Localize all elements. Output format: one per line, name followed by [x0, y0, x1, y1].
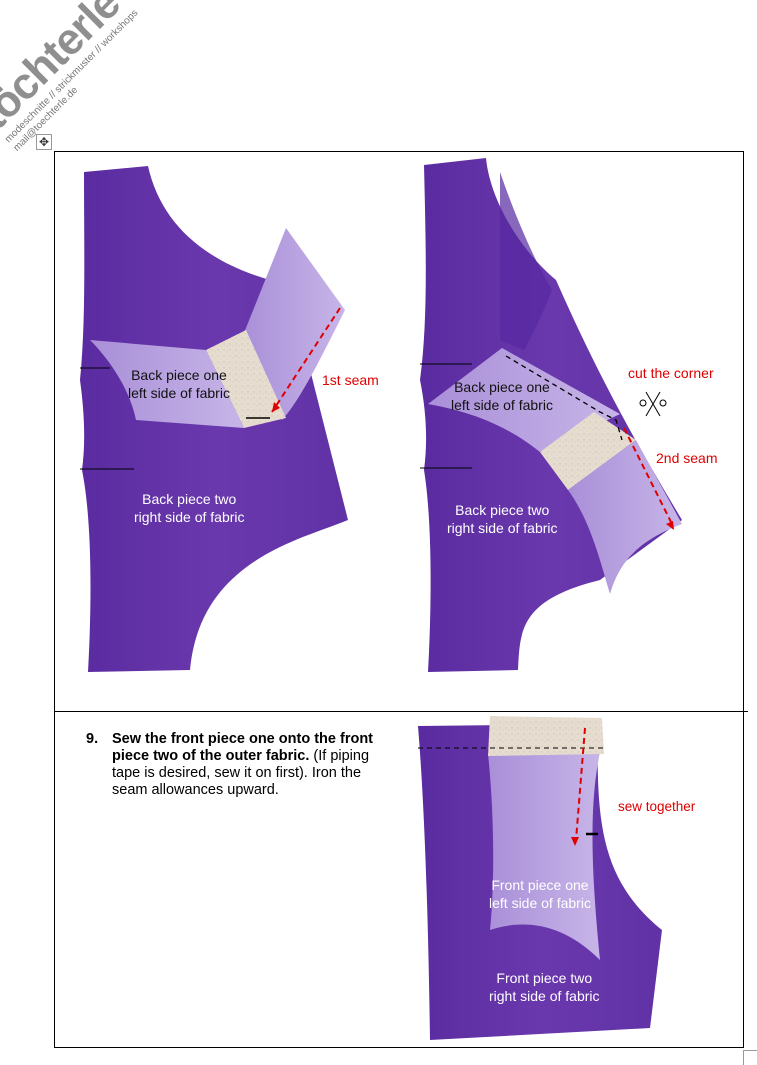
cut-corner-annotation: cut the corner [628, 365, 714, 381]
label-line: left side of fabric [128, 385, 230, 401]
label-line: Front piece two [496, 970, 593, 986]
figure-2-piece-two-label: Back piece two right side of fabric [447, 501, 558, 537]
figure-2-diagram [420, 158, 682, 672]
label-line: right side of fabric [134, 509, 245, 525]
step-9-instruction: 9. Sew the front piece one onto the fron… [86, 731, 396, 799]
figure-3-diagram [418, 716, 662, 1040]
label-line: Back piece two [142, 491, 237, 507]
seam-arrow-3 [575, 727, 586, 841]
figure-3-piece-two-label: Front piece two right side of fabric [489, 969, 600, 1005]
label-line: right side of fabric [489, 988, 600, 1004]
label-line: left side of fabric [489, 895, 591, 911]
seam-arrow-1 [271, 307, 341, 413]
lining-strip-shape [206, 330, 286, 428]
label-line: Back piece one [131, 367, 227, 383]
label-line: Back piece two [455, 502, 550, 518]
instruction-table [54, 151, 744, 1048]
lining-strip-shape-2 [540, 412, 636, 490]
back-piece-one-lower-shape [568, 440, 682, 594]
label-line: Back piece one [454, 379, 550, 395]
first-seam-annotation: 1st seam [322, 372, 379, 388]
scissors-icon [639, 391, 667, 417]
back-piece-one-top-shape [242, 228, 345, 420]
label-line: right side of fabric [447, 520, 558, 536]
figure-1-piece-two-label: Back piece two right side of fabric [134, 490, 245, 526]
figure-1-diagram [80, 166, 348, 672]
back-piece-one-shape [90, 340, 244, 428]
step-number: 9. [86, 731, 99, 747]
step-normal-text: (If piping tape is desired, sew it on fi… [112, 748, 370, 798]
sew-together-annotation: sew together [618, 799, 696, 814]
second-seam-annotation: 2nd seam [656, 450, 718, 466]
figure-2-piece-one-label: Back piece one left side of fabric [451, 378, 553, 414]
figure-1-piece-one-label: Back piece one left side of fabric [128, 366, 230, 402]
step-bold-text: Sew the front piece one onto the front p… [112, 731, 373, 764]
label-line: Front piece one [491, 877, 589, 893]
table-row-divider [54, 711, 748, 712]
figure-3-piece-one-label: Front piece one left side of fabric [489, 876, 591, 912]
page-corner-mark [743, 1050, 757, 1065]
back-piece-one-shape-2 [428, 348, 620, 452]
cut-line [505, 355, 623, 441]
seam-arrow-2 [623, 427, 673, 525]
lining-band-shape [488, 716, 604, 756]
label-line: left side of fabric [451, 397, 553, 413]
table-move-handle-icon[interactable]: ✥ [36, 134, 52, 150]
front-piece-one-shape [488, 752, 600, 960]
